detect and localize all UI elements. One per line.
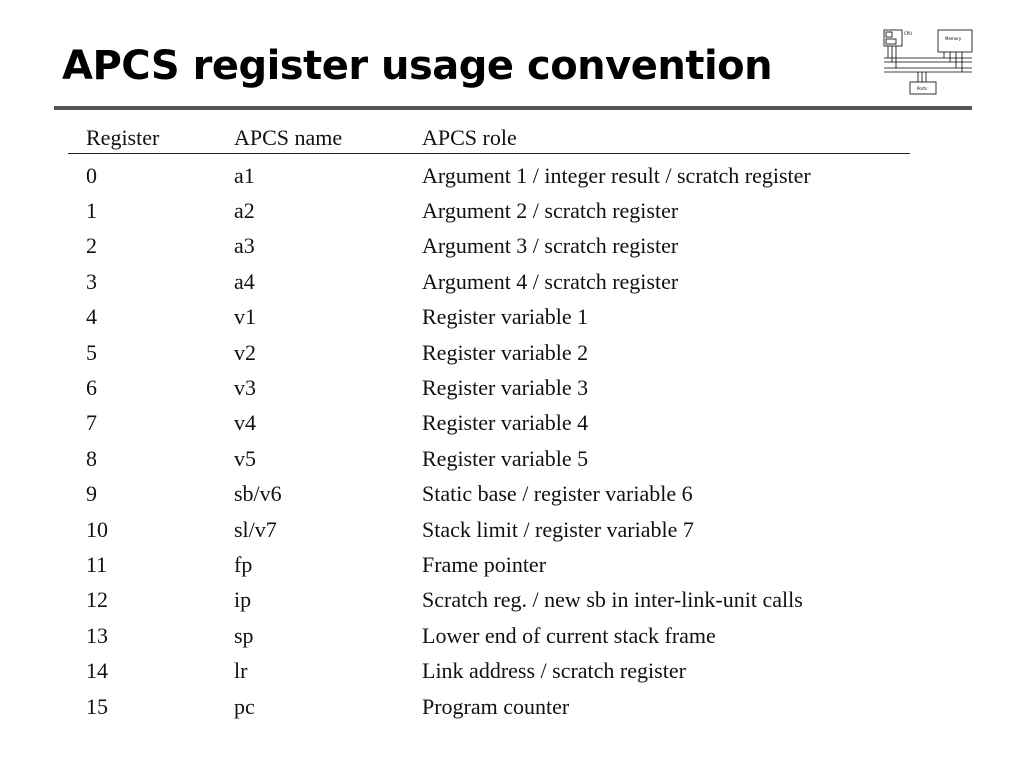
- apcs-name-cell: v3: [234, 375, 256, 401]
- register-cell: 12: [86, 587, 108, 613]
- apcs-name-cell: sl/v7: [234, 516, 277, 542]
- register-cell: 9: [86, 481, 97, 507]
- register-cell: 15: [86, 693, 108, 719]
- apcs-name-cell: a1: [234, 162, 255, 188]
- apcs-name-cell: v1: [234, 304, 256, 330]
- table-row: 4 v1 Register variable 1: [68, 300, 910, 335]
- register-cell: 7: [86, 410, 97, 436]
- table-row: 3 a4 Argument 4 / scratch register: [68, 264, 910, 299]
- table-row: 2 a3 Argument 3 / scratch register: [68, 229, 910, 264]
- apcs-role-cell: Register variable 4: [422, 410, 589, 436]
- register-cell: 5: [86, 339, 97, 365]
- table-row: 6 v3 Register variable 3: [68, 370, 910, 405]
- computer-architecture-diagram-icon: CPU Memory Ports: [883, 29, 973, 95]
- apcs-role-cell: Argument 1 / integer result / scratch re…: [422, 162, 811, 188]
- apcs-role-cell: Scratch reg. / new sb in inter-link-unit…: [422, 587, 803, 613]
- table-row: 1 a2 Argument 2 / scratch register: [68, 193, 910, 228]
- register-cell: 10: [86, 516, 108, 542]
- apcs-name-cell: sp: [234, 622, 254, 648]
- apcs-role-cell: Register variable 1: [422, 304, 589, 330]
- slide-title: APCS register usage convention: [62, 43, 773, 89]
- table-row: 11 fp Frame pointer: [68, 547, 910, 582]
- title-divider: [54, 106, 972, 110]
- apcs-name-cell: v2: [234, 339, 256, 365]
- apcs-role-cell: Argument 2 / scratch register: [422, 198, 679, 224]
- apcs-name-cell: ip: [234, 587, 252, 613]
- table-row: 0 a1 Argument 1 / integer result / scratch…: [68, 154, 910, 194]
- table-row: 12 ip Scratch reg. / new sb in inter-link-…: [68, 583, 910, 618]
- table-row: 14 lr Link address / scratch register: [68, 653, 910, 688]
- apcs-name-cell: a4: [234, 268, 255, 294]
- register-cell: 3: [86, 268, 97, 294]
- register-cell: 4: [86, 304, 97, 330]
- table-row: 5 v2 Register variable 2: [68, 335, 910, 370]
- apcs-name-cell: v5: [234, 445, 256, 471]
- register-cell: 8: [86, 445, 97, 471]
- apcs-name-cell: v4: [234, 410, 256, 436]
- apcs-role-cell: Argument 4 / scratch register: [422, 268, 679, 294]
- apcs-role-cell: Stack limit / register variable 7: [422, 516, 694, 542]
- logo-cpu-label: CPU: [904, 31, 912, 36]
- apcs-role-cell: Link address / scratch register: [422, 658, 686, 684]
- register-cell: 6: [86, 375, 97, 401]
- register-cell: 1: [86, 198, 97, 224]
- header-apcs-role: APCS role: [404, 122, 910, 154]
- table-body: 0 a1 Argument 1 / integer result / scratch…: [68, 154, 910, 725]
- table-row: 10 sl/v7 Stack limit / register variable 7: [68, 512, 910, 547]
- header-register: Register: [68, 122, 216, 154]
- register-cell: 13: [86, 622, 108, 648]
- apcs-name-cell: sb/v6: [234, 481, 282, 507]
- table-row: 7 v4 Register variable 4: [68, 406, 910, 441]
- table-row: 9 sb/v6 Static base / register variable 6: [68, 477, 910, 512]
- apcs-role-cell: Frame pointer: [422, 551, 547, 577]
- apcs-role-cell: Register variable 3: [422, 375, 589, 401]
- logo-ports-label: Ports: [917, 86, 927, 91]
- header-apcs-name: APCS name: [216, 122, 404, 154]
- apcs-role-cell: Static base / register variable 6: [422, 481, 693, 507]
- apcs-role-cell: Program counter: [422, 693, 570, 719]
- table-row: 15 pc Program counter: [68, 689, 910, 724]
- register-cell: 14: [86, 658, 108, 684]
- table-header-row: Register APCS name APCS role: [68, 122, 910, 154]
- register-cell: 0: [86, 162, 97, 188]
- register-cell: 2: [86, 233, 97, 259]
- apcs-role-cell: Lower end of current stack frame: [422, 622, 716, 648]
- apcs-role-cell: Register variable 2: [422, 339, 589, 365]
- logo-memory-label: Memory: [945, 36, 962, 41]
- apcs-name-cell: a2: [234, 198, 255, 224]
- apcs-role-cell: Argument 3 / scratch register: [422, 233, 679, 259]
- register-cell: 11: [86, 551, 108, 577]
- apcs-role-cell: Register variable 5: [422, 445, 589, 471]
- apcs-name-cell: pc: [234, 693, 255, 719]
- table-row: 8 v5 Register variable 5: [68, 441, 910, 476]
- apcs-name-cell: fp: [234, 551, 253, 577]
- apcs-name-cell: lr: [234, 658, 248, 684]
- apcs-name-cell: a3: [234, 233, 255, 259]
- table-row: 13 sp Lower end of current stack frame: [68, 618, 910, 653]
